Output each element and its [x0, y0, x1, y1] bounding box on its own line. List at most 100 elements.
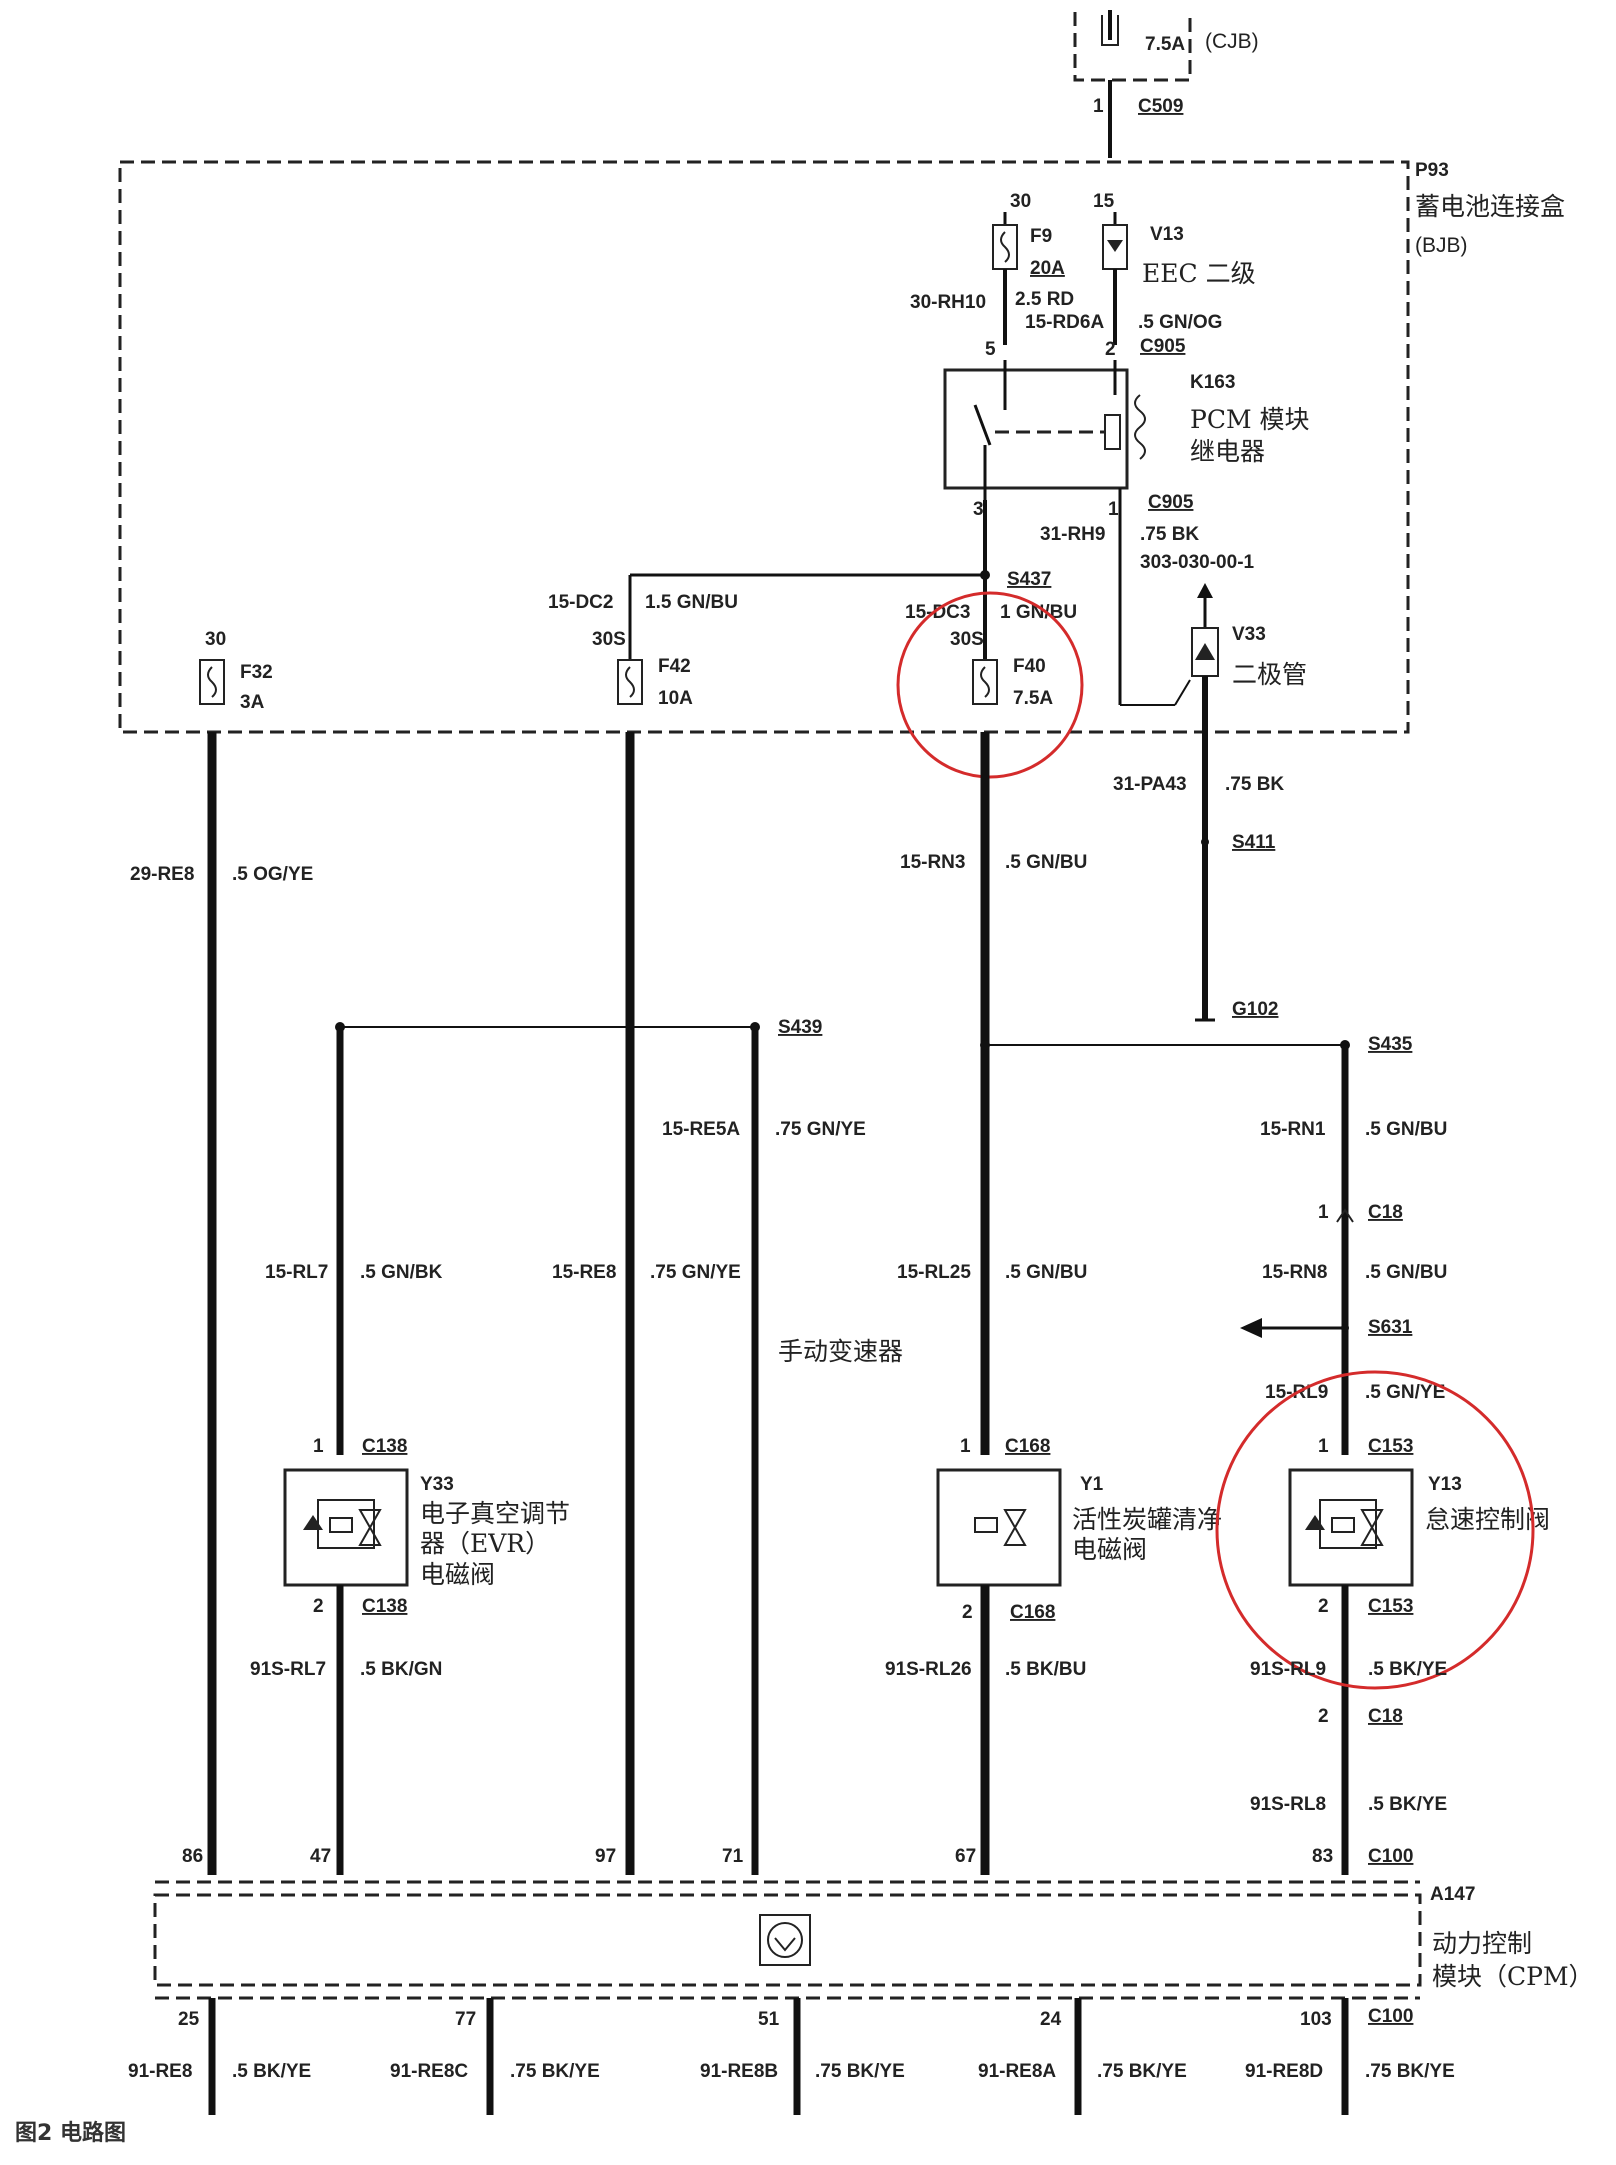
pcm-conn-top: C100 — [1368, 1846, 1413, 1867]
f40-fuse-icon — [972, 659, 998, 705]
wire-29-re8-spec: .5 OG/YE — [232, 864, 313, 885]
idle-pin-top: 1 — [1318, 1436, 1329, 1457]
bjb-name-abbr: (BJB) — [1415, 234, 1468, 257]
wire-91-re8d: 91-RE8D — [1245, 2061, 1323, 2082]
c905-top: C905 — [1140, 336, 1186, 357]
idle-diode-icon — [1305, 1515, 1325, 1530]
wire-91s-rl8-spec: .5 BK/YE — [1368, 1794, 1447, 1815]
c18-pin1: 1 — [1318, 1202, 1329, 1223]
v33-label: 二极管 — [1232, 660, 1307, 689]
wire-91-re8b: 91-RE8B — [700, 2061, 778, 2082]
cjb-label: (CJB) — [1205, 30, 1259, 53]
wire-15-rl25-spec: .5 GN/BU — [1005, 1262, 1087, 1283]
bjb-id: P93 — [1415, 160, 1449, 181]
v13-diode-symbol — [1107, 240, 1123, 252]
wire-15-dc2: 15-DC2 — [548, 592, 613, 613]
wire-15-re8-spec: .75 GN/YE — [650, 1262, 741, 1283]
wire-15-rl7-spec: .5 GN/BK — [360, 1262, 443, 1283]
evr-valve-box — [283, 1468, 409, 1587]
pcm-pin-47: 47 — [310, 1846, 331, 1867]
pcm-ground-icon — [767, 1922, 803, 1958]
pcm-pin-77: 77 — [455, 2009, 476, 2030]
bjb-box — [118, 160, 1410, 734]
wire-91s-rl7: 91S-RL7 — [250, 1659, 326, 1680]
wire-91s-rl26: 91S-RL26 — [885, 1659, 972, 1680]
wire-15-rd6a: 15-RD6A — [1025, 312, 1104, 333]
wire-29-re8: 29-RE8 — [130, 864, 194, 885]
wire-15-rl25: 15-RL25 — [897, 1262, 971, 1283]
wire-91s-rl26-spec: .5 BK/BU — [1005, 1659, 1086, 1680]
pcm-ground-icon-symbol — [774, 1937, 796, 1952]
pcm-conn-bottom: C100 — [1368, 2006, 1413, 2027]
s435-label: S435 — [1368, 1034, 1413, 1055]
wire-91s-rl9-spec: .5 BK/YE — [1368, 1659, 1447, 1680]
f40-id: F40 — [1013, 656, 1046, 677]
c509-pin: 1 — [1093, 96, 1104, 117]
v33-id: V33 — [1232, 624, 1266, 645]
c18-top-arrow-icon — [1336, 1208, 1354, 1223]
evr-conn-bottom: C138 — [362, 1596, 407, 1617]
wire-15-re5a: 15-RE5A — [662, 1119, 740, 1140]
figure-caption: 图2 电路图 — [15, 2120, 126, 2146]
c905-bottom: C905 — [1148, 492, 1194, 513]
f42-fuse-icon — [617, 659, 643, 705]
c18-pin2: 2 — [1318, 1706, 1329, 1727]
pcm-pin-24: 24 — [1040, 2009, 1062, 2030]
relay-pin2: 2 — [1105, 339, 1116, 360]
wire-30-rh10: 30-RH10 — [910, 292, 986, 313]
relay-k163-box — [943, 368, 1129, 490]
idle-valve-icon — [1319, 1499, 1377, 1549]
s631-dot — [1341, 1324, 1349, 1332]
purge-coil-icon — [974, 1517, 998, 1533]
f40-fuse-symbol — [980, 666, 990, 698]
idle-coil-icon — [1331, 1517, 1355, 1533]
diode-return-bend — [1174, 679, 1191, 706]
f9-rating: 20A — [1030, 258, 1065, 279]
g102-label: G102 — [1232, 999, 1278, 1020]
wire-15-re5a-spec: .75 GN/YE — [775, 1119, 866, 1140]
s411-label: S411 — [1232, 832, 1276, 853]
wire-91-re8b-spec: .75 BK/YE — [815, 2061, 905, 2082]
cjb-fuse-rating: 7.5A — [1145, 34, 1185, 55]
wire-15-rn1: 15-RN1 — [1260, 1119, 1326, 1140]
f42-id: F42 — [658, 656, 691, 677]
f32-id: F32 — [240, 662, 273, 683]
wire-91-re8c-spec: .75 BK/YE — [510, 2061, 600, 2082]
idle-valve-box — [1288, 1468, 1414, 1587]
pcm-module-box — [153, 1893, 1422, 1987]
pcm-pin-86: 86 — [182, 1846, 203, 1867]
relay-pin5: 5 — [985, 339, 996, 360]
diagram-ref: 303-030-00-1 — [1140, 552, 1255, 573]
evr-pin-bottom: 2 — [313, 1596, 324, 1617]
wire-91s-rl8: 91S-RL8 — [1250, 1794, 1326, 1815]
evr-label-3: 电磁阀 — [420, 1560, 495, 1589]
pcm-id: A147 — [1430, 1884, 1475, 1905]
wire-91-re8-spec: .5 BK/YE — [232, 2061, 311, 2082]
s437-label: S437 — [1007, 569, 1051, 590]
relay-label-1: PCM 模块 — [1190, 405, 1310, 434]
s411-dot — [1201, 838, 1209, 846]
idle-pin-bottom: 2 — [1318, 1596, 1329, 1617]
f32-fuse-symbol — [207, 666, 217, 698]
wire-30-rh10-spec: 2.5 RD — [1015, 289, 1074, 310]
f42-fuse-symbol — [625, 666, 635, 698]
wire-31-rh9-spec: .75 BK — [1140, 524, 1199, 545]
wire-15-dc3-spec: 1 GN/BU — [1000, 602, 1077, 623]
s631-label: S631 — [1368, 1317, 1413, 1338]
f40-rating: 7.5A — [1013, 688, 1053, 709]
f32-fuse-icon — [199, 659, 225, 705]
evr-label-1: 电子真空调节 — [420, 1499, 570, 1528]
wire-91-re8d-spec: .75 BK/YE — [1365, 2061, 1455, 2082]
c509-connector: C509 — [1138, 96, 1183, 117]
relay-pin1: 1 — [1108, 499, 1119, 520]
purge-conn-bottom: C168 — [1010, 1602, 1055, 1623]
pcm-label-1: 动力控制 — [1432, 1929, 1532, 1958]
purge-valve-symbol — [1003, 1509, 1027, 1546]
wire-15-rd6a-spec: .5 GN/OG — [1138, 312, 1222, 333]
idle-valve-highlight-circle — [1215, 1370, 1535, 1690]
relay-label-2: 继电器 — [1190, 437, 1265, 466]
wire-15-rl9-spec: .5 GN/YE — [1365, 1382, 1445, 1403]
wire-91-re8a-spec: .75 BK/YE — [1097, 2061, 1187, 2082]
f42-rating: 10A — [658, 688, 693, 709]
